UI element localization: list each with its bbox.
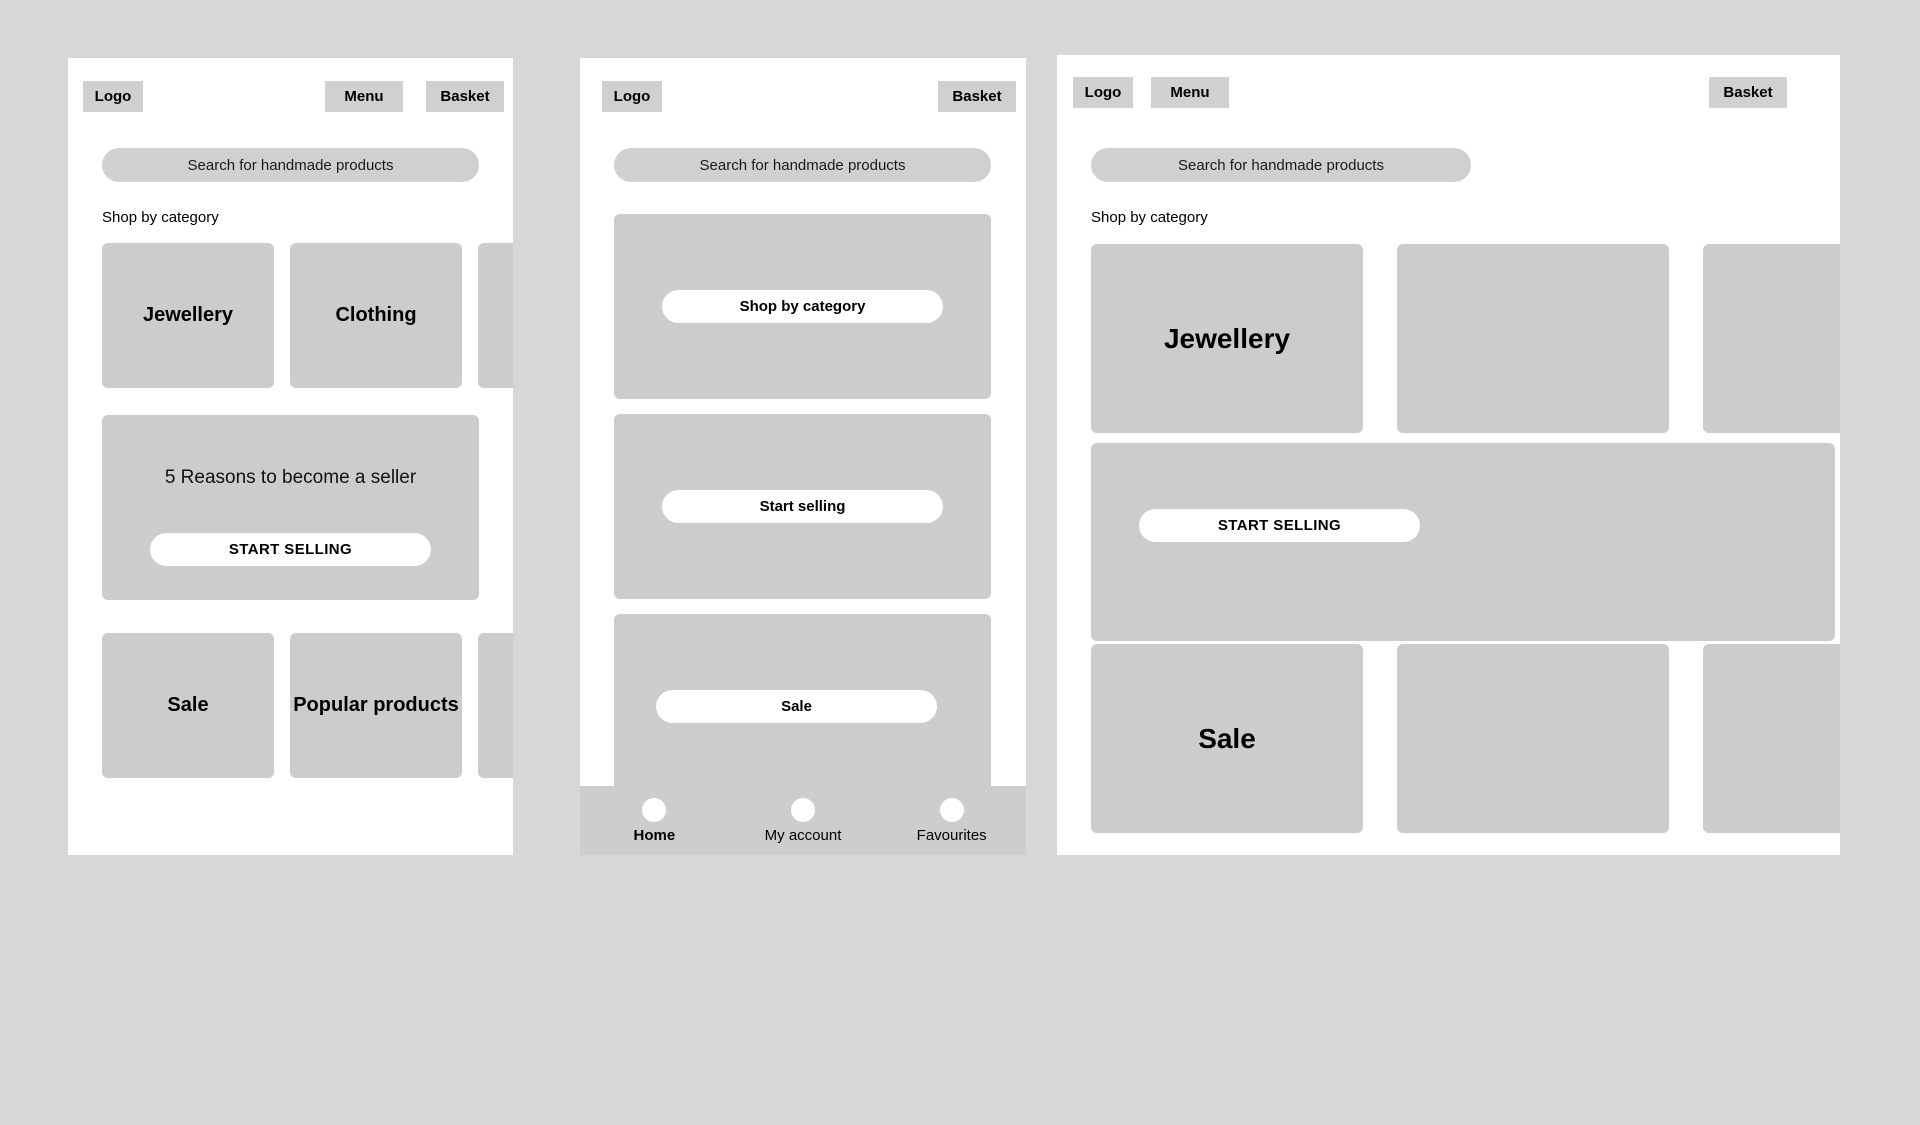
basket-button[interactable]: Basket [426, 81, 504, 112]
nav-item-favourites[interactable]: Favourites [877, 797, 1026, 844]
search-input[interactable]: Search for handmade products [614, 148, 991, 182]
category-card-next-3[interactable] [1397, 644, 1669, 833]
shop-by-category-heading: Shop by category [102, 209, 219, 226]
nav-label-my-account: My account [764, 826, 842, 844]
sale-block: Sale [614, 614, 991, 786]
account-icon [791, 797, 815, 822]
category-card-next-2[interactable] [1703, 244, 1840, 433]
category-card-jewellery[interactable]: Jewellery [1091, 244, 1363, 433]
category-card-next[interactable] [1397, 244, 1669, 433]
basket-button[interactable]: Basket [938, 81, 1016, 112]
category-card-next-2[interactable] [478, 633, 513, 778]
wireframe-panel-mobile: Logo Menu Basket Search for handmade pro… [68, 58, 513, 855]
bottom-navigation-bar: Home My account Favourites [580, 786, 1026, 855]
logo-chip[interactable]: Logo [83, 81, 143, 112]
nav-label-favourites: Favourites [916, 826, 987, 844]
home-icon [642, 797, 667, 822]
wireframe-panel-desktop: Logo Menu Basket Search for handmade pro… [1057, 55, 1840, 855]
nav-item-my-account[interactable]: My account [729, 797, 878, 844]
category-carousel-top: Jewellery Clothing [102, 243, 513, 388]
search-input[interactable]: Search for handmade products [102, 148, 479, 182]
category-card-clothing[interactable]: Clothing [290, 243, 462, 388]
menu-button[interactable]: Menu [1151, 77, 1229, 108]
start-selling-button[interactable]: START SELLING [150, 533, 431, 566]
shop-by-category-heading: Shop by category [1091, 209, 1208, 226]
start-selling-button[interactable]: START SELLING [1139, 509, 1420, 542]
promo-headline: 5 Reasons to become a seller [164, 467, 417, 488]
search-input[interactable]: Search for handmade products [1091, 148, 1471, 182]
seller-promo-banner: START SELLING [1091, 443, 1835, 641]
nav-label-home: Home [633, 826, 676, 844]
heart-icon [939, 797, 964, 822]
nav-item-home[interactable]: Home [580, 797, 729, 844]
category-carousel-bottom: Sale Popular products [102, 633, 513, 778]
seller-promo-banner: 5 Reasons to become a seller START SELLI… [102, 415, 479, 600]
logo-chip[interactable]: Logo [1073, 77, 1133, 108]
category-card-next-4[interactable] [1703, 644, 1840, 833]
shop-by-category-block: Shop by category [614, 214, 991, 399]
shop-by-category-button[interactable]: Shop by category [662, 290, 943, 323]
category-carousel-top: Jewellery [1091, 244, 1840, 433]
category-card-sale[interactable]: Sale [102, 633, 274, 778]
category-card-jewellery[interactable]: Jewellery [102, 243, 274, 388]
start-selling-button[interactable]: Start selling [662, 490, 943, 523]
sale-button[interactable]: Sale [656, 690, 937, 723]
category-card-next[interactable] [478, 243, 513, 388]
category-carousel-bottom: Sale [1091, 644, 1840, 833]
category-card-sale[interactable]: Sale [1091, 644, 1363, 833]
basket-button[interactable]: Basket [1709, 77, 1787, 108]
logo-chip[interactable]: Logo [602, 81, 662, 112]
start-selling-block: Start selling [614, 414, 991, 599]
category-card-popular-products[interactable]: Popular products [290, 633, 462, 778]
menu-button[interactable]: Menu [325, 81, 403, 112]
wireframe-panel-mobile-bottom-nav: Logo Basket Search for handmade products… [580, 58, 1026, 786]
